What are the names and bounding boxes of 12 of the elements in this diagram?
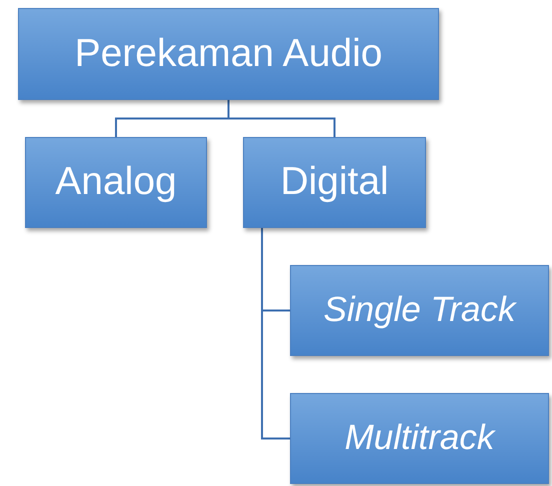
node-box (243, 137, 426, 228)
node-label: Digital (280, 159, 389, 206)
node-box (290, 265, 549, 356)
node-label: Single Track (324, 289, 516, 332)
node-box (25, 137, 207, 228)
connector-line (261, 228, 290, 440)
node-label: Perekaman Audio (74, 30, 382, 77)
node-label: Analog (55, 159, 177, 206)
node-box (290, 393, 549, 484)
connector-line (228, 100, 336, 137)
node-label: Multitrack (344, 417, 494, 460)
node-box (18, 8, 439, 100)
